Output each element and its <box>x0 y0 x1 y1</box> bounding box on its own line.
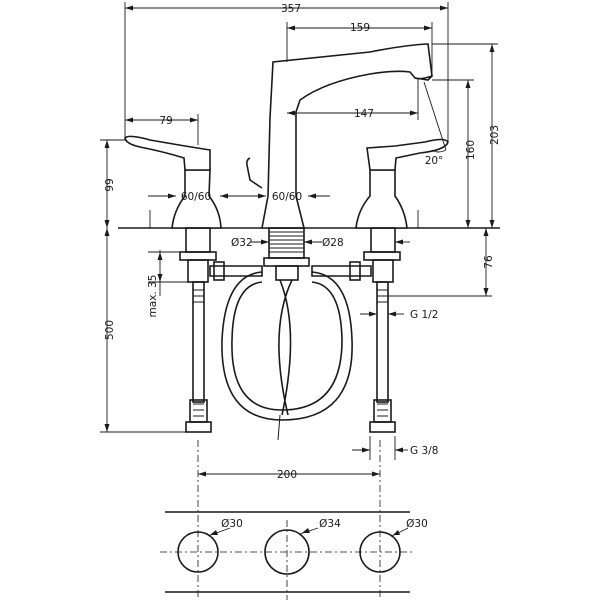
right-handle <box>366 138 449 171</box>
dim-79-label: 79 <box>159 115 172 127</box>
left-hose-nut <box>185 421 212 433</box>
center-nut <box>263 257 310 267</box>
dimension-lines <box>100 2 498 600</box>
left-shank <box>185 227 211 253</box>
right-valve-body <box>355 169 408 229</box>
left-nut <box>179 251 217 261</box>
dim-d28-label: Ø28 <box>322 237 344 249</box>
faucet-assembly <box>118 43 500 441</box>
dim-147-label: 147 <box>354 108 374 120</box>
dim-357-label: 357 <box>281 3 301 15</box>
loop-hose-outer <box>221 271 353 421</box>
right-nut <box>363 251 401 261</box>
left-hose-end <box>189 399 208 423</box>
right-hose-end <box>373 399 392 423</box>
left-cross-pipe <box>209 265 263 277</box>
loop-hose-inner <box>231 281 343 411</box>
dim-76-label: 76 <box>483 255 495 269</box>
right-shank <box>370 227 396 253</box>
hole-left-label: Ø30 <box>221 518 243 530</box>
spout-outlet <box>414 75 433 81</box>
loop-hose-tail <box>277 414 281 441</box>
left-fitting <box>213 261 225 281</box>
right-tee <box>372 259 394 283</box>
right-hose-nut <box>369 421 396 433</box>
left-handle <box>124 135 211 171</box>
thread-g12-label: G 1/2 <box>410 309 438 321</box>
dim-203-label: 203 <box>489 125 501 145</box>
hole-left <box>177 531 219 573</box>
left-tee <box>187 259 209 283</box>
hose-ribs-top <box>193 289 388 303</box>
hose-ribs-bottom <box>193 403 388 417</box>
right-supply-hose <box>376 281 389 403</box>
hole-right <box>359 531 401 573</box>
center-thread <box>269 231 304 253</box>
left-supply-hose <box>192 281 205 403</box>
dim-500-label: 500 <box>104 320 116 340</box>
hole-center <box>264 529 310 575</box>
hole-right-label: Ø30 <box>406 518 428 530</box>
deck-holes-view <box>160 511 415 593</box>
left-valve-body <box>171 169 222 229</box>
right-fitting <box>349 261 361 281</box>
dimension-labels: 357 159 147 79 99 203 160 20° 60/60 60/6… <box>104 3 501 530</box>
dim-d32-label: Ø32 <box>231 237 253 249</box>
center-tee <box>275 265 299 281</box>
dim-159-label: 159 <box>350 22 370 34</box>
dim-99-label: 99 <box>104 178 116 191</box>
angle-label: 20° <box>425 155 444 167</box>
dim-6060-left-label: 60/60 <box>181 191 211 203</box>
thread-g38-label: G 3/8 <box>410 445 438 457</box>
dim-6060-right-label: 60/60 <box>272 191 302 203</box>
hole-center-label: Ø34 <box>319 518 341 530</box>
dim-max35-label: max. 35 <box>147 275 159 318</box>
spout <box>261 43 433 229</box>
lift-rod <box>246 157 263 189</box>
dim-200-label: 200 <box>277 469 297 481</box>
dim-160-label: 160 <box>465 140 477 160</box>
loop-hose-cross <box>278 279 293 416</box>
